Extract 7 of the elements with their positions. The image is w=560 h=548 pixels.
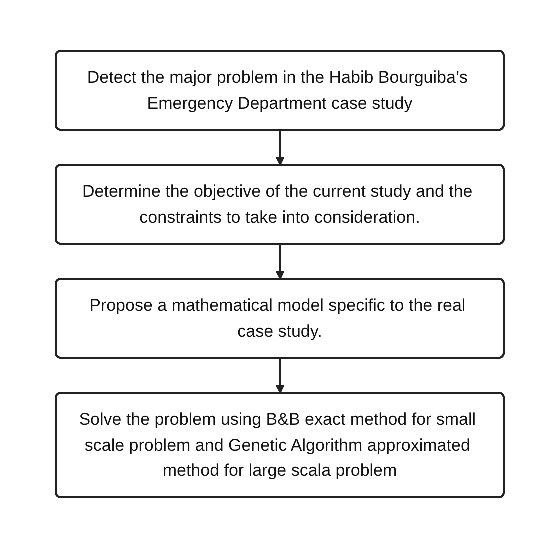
node-text: Solve the problem using B&B exact method for small scale problem and Genetic Algorithm approximated method for large scala problem <box>79 410 476 480</box>
arrow <box>276 130 285 166</box>
arrow <box>276 358 285 394</box>
arrow <box>276 244 285 280</box>
node-text: Determine the objective of the current study and the constraints to take into consideration. <box>82 182 473 226</box>
node-text: Detect the major problem in the Habib Bourguiba’s Emergency Department case study <box>87 68 468 112</box>
node-text: Propose a mathematical model specific to the real case study. <box>90 296 466 340</box>
